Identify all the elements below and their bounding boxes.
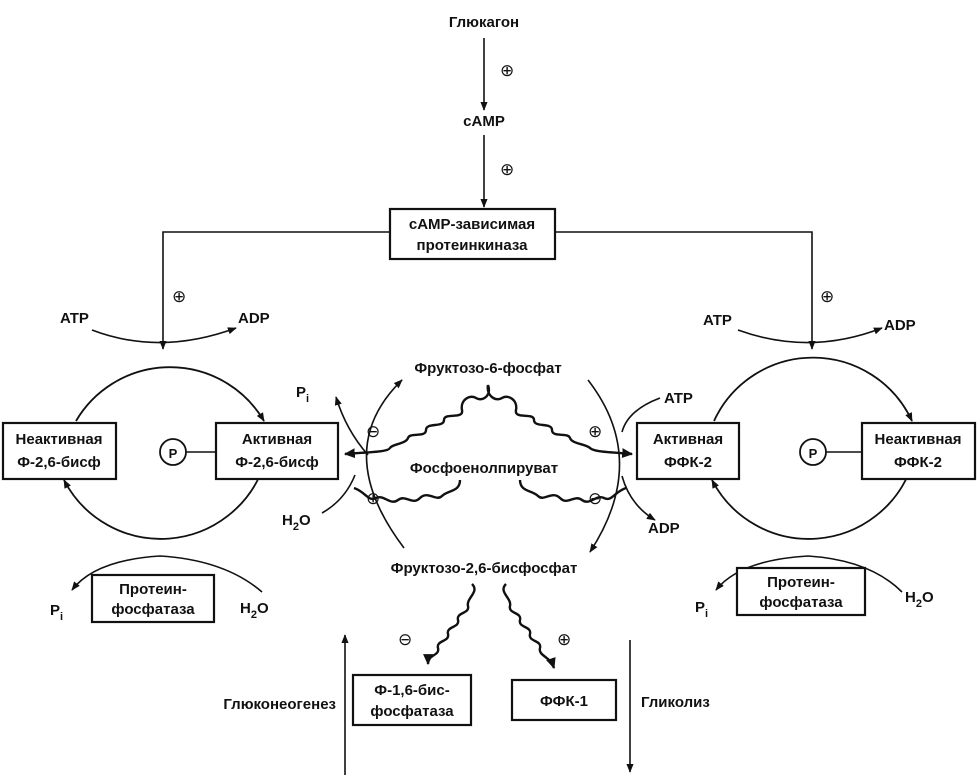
pka-to-right-cycle-arrow <box>555 231 816 350</box>
right-cycle-bottom-arc <box>711 464 913 540</box>
left-phosphatase-box <box>90 573 216 624</box>
left-reaction-arc <box>365 379 405 549</box>
right-inactive-box <box>860 421 977 481</box>
right-inactive-line1: Неактивная <box>875 431 962 448</box>
plus-sign-left-branch: ⊕ <box>172 287 186 306</box>
phosphoenolpyruvate-label: Фосфоенолпируват <box>410 460 558 477</box>
left-atp-consumption-arrow <box>91 327 237 344</box>
left-inactive-box <box>1 421 118 481</box>
gluconeogenesis-label: Глюконеогенез <box>223 696 336 713</box>
left-phosphatase-line2: фосфатаза <box>111 601 195 618</box>
plus-sign-f6p-right: ⊕ <box>588 422 602 441</box>
left-h2o-label: H2O <box>240 600 269 621</box>
left-active-box <box>214 421 340 481</box>
pep-to-right-cycle-wavy <box>518 479 627 503</box>
plus-sign-pfk1: ⊕ <box>557 630 571 649</box>
right-h2o-pi-arrow <box>715 555 903 593</box>
left-phospho-label: P <box>169 446 178 461</box>
f26bp-to-f16bpase-wavy <box>423 583 476 666</box>
plus-sign-glucagon: ⊕ <box>500 61 514 80</box>
fructose-2-6-bisphosphate-label: Фруктозо-2,6-бисфосфат <box>391 560 578 577</box>
pfk1-box <box>510 678 618 722</box>
left-phosphatase-line1: Протеин- <box>119 581 187 598</box>
right-phosphatase-box <box>735 566 867 617</box>
right-atp-input-arrow <box>621 397 661 433</box>
left-cycle-top-arc <box>75 366 265 422</box>
right-reaction-arc <box>587 379 621 553</box>
f6p-to-right-active-wavy <box>486 384 634 459</box>
minus-sign-f6p-left: ⊖ <box>366 422 380 441</box>
left-active-line2: Ф-2,6-бисф <box>235 454 319 471</box>
fructose-6-phosphate-label: Фруктозо-6-фосфат <box>414 360 561 377</box>
center-atp-label: ATP <box>664 390 693 407</box>
center-pi-label: Pi <box>296 384 309 405</box>
left-h2o-input-arrow <box>321 474 356 514</box>
left-atp-label: ATP <box>60 310 89 327</box>
minus-sign-f16bpase: ⊖ <box>398 630 412 649</box>
f16bpase-line1: Ф-1,6-бис- <box>374 682 449 699</box>
right-phospho-label: P <box>809 446 818 461</box>
f16bpase-box <box>351 673 473 727</box>
right-phosphatase-line2: фосфатаза <box>759 594 843 611</box>
pka-to-left-cycle-arrow <box>159 231 390 350</box>
right-active-line1: Активная <box>653 431 723 448</box>
right-atp-label: ATP <box>703 312 732 329</box>
pka-label-line1: cAMP-зависимая <box>409 216 535 233</box>
right-adp-label: ADP <box>884 317 916 334</box>
left-inactive-line1: Неактивная <box>16 431 103 448</box>
minus-sign-pep-right: ⊖ <box>588 489 602 508</box>
f16bpase-line2: фосфатаза <box>370 703 454 720</box>
right-atp-consumption-arrow <box>737 327 883 344</box>
center-adp-label: ADP <box>648 520 680 537</box>
glucagon-label: Глюкагон <box>449 14 519 31</box>
pka-box <box>388 207 557 261</box>
center-h2o-label: H2O <box>282 512 311 533</box>
camp-label: cAMP <box>463 113 505 130</box>
f26bp-to-pfk1-wavy <box>502 583 556 670</box>
glycolysis-label: Гликолиз <box>641 694 710 711</box>
left-active-line1: Активная <box>242 431 312 448</box>
left-inactive-line2: Ф-2,6-бисф <box>17 454 101 471</box>
left-h2o-pi-arrow <box>71 555 263 593</box>
plus-sign-right-branch: ⊕ <box>820 287 834 306</box>
pfk1-label: ФФК-1 <box>540 693 588 710</box>
left-pi-label: Pi <box>50 602 63 623</box>
right-pi-label: Pi <box>695 599 708 620</box>
plus-sign-pep-left: ⊕ <box>366 489 380 508</box>
left-cycle-bottom-arc <box>63 464 265 540</box>
right-active-box <box>635 421 741 481</box>
f6p-to-left-active-wavy <box>343 384 491 459</box>
left-pi-release-arrow <box>334 396 369 456</box>
right-active-line2: ФФК-2 <box>664 454 712 471</box>
right-cycle-top-arc <box>713 356 913 422</box>
right-h2o-label: H2O <box>905 589 934 610</box>
right-phosphatase-line1: Протеин- <box>767 574 835 591</box>
right-adp-release-arrow <box>621 475 656 521</box>
pep-to-left-cycle-wavy <box>353 479 462 503</box>
pka-label-line2: протеинкиназа <box>417 237 529 254</box>
plus-sign-camp: ⊕ <box>500 160 514 179</box>
right-inactive-line2: ФФК-2 <box>894 454 942 471</box>
left-adp-label: ADP <box>238 310 270 327</box>
